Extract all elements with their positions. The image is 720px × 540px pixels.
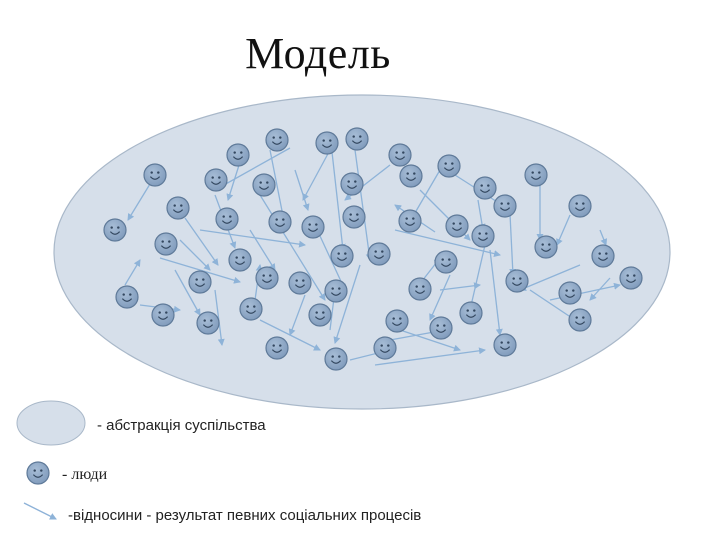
relation-arrow — [429, 274, 451, 321]
person-face-icon — [524, 163, 548, 187]
person-face-icon — [265, 336, 289, 360]
person-face-icon — [228, 248, 252, 272]
relation-arrow — [556, 214, 571, 246]
people-faces — [103, 127, 643, 371]
person-face-icon — [226, 143, 250, 167]
person-face-icon — [459, 301, 483, 325]
person-face-icon — [324, 279, 348, 303]
relation-arrow — [124, 259, 141, 286]
person-face-icon — [308, 303, 332, 327]
relation-arrow — [509, 213, 517, 276]
relation-arrow — [467, 244, 486, 311]
person-face-icon — [196, 311, 220, 335]
relation-arrow — [374, 347, 486, 366]
page-title: Модель — [245, 29, 391, 78]
relation-arrow — [184, 217, 219, 266]
legend-relations-label: -відносини - результат певних соціальних… — [68, 507, 422, 524]
relation-arrow — [439, 282, 481, 291]
relation-arrow — [199, 229, 306, 248]
legend-people-label: - люди — [62, 466, 108, 483]
relation-arrow — [354, 149, 373, 261]
person-face-icon — [408, 277, 432, 301]
person-face-icon — [388, 143, 412, 167]
person-face-icon — [239, 297, 263, 321]
legend-relation-arrow-icon — [23, 502, 57, 520]
person-face-icon — [568, 308, 592, 332]
person-face-icon — [166, 196, 190, 220]
relation-arrow — [259, 319, 321, 351]
person-face-icon — [558, 281, 582, 305]
person-face-icon — [398, 209, 422, 233]
person-face-icon — [437, 154, 461, 178]
relation-arrow — [214, 289, 225, 346]
relation-arrow — [394, 229, 501, 258]
person-face-icon — [115, 285, 139, 309]
person-face-icon — [143, 163, 167, 187]
legend-society-oval-icon — [16, 400, 86, 446]
person-face-icon — [204, 168, 228, 192]
person-face-icon — [619, 266, 643, 290]
relation-arrow — [127, 183, 151, 221]
person-face-icon — [265, 128, 289, 152]
person-face-icon — [534, 235, 558, 259]
person-face-icon — [385, 309, 409, 333]
person-face-icon — [399, 164, 423, 188]
relation-arrow — [519, 264, 581, 291]
relation-arrow — [259, 194, 326, 301]
person-face-icon — [188, 270, 212, 294]
relation-arrow — [529, 289, 576, 321]
person-face-icon — [342, 205, 366, 229]
person-face-icon — [330, 244, 354, 268]
person-face-icon — [315, 131, 339, 155]
legend-society-label: - абстракція суспільства — [97, 417, 266, 434]
person-face-icon — [445, 214, 469, 238]
relation-arrow — [214, 147, 291, 191]
relation-arrow — [226, 161, 241, 201]
relation-arrow — [249, 229, 276, 271]
relation-arrow — [399, 329, 461, 352]
person-face-icon — [154, 232, 178, 256]
person-face-icon — [429, 316, 453, 340]
relation-arrow — [489, 249, 503, 336]
person-face-icon — [301, 215, 325, 239]
person-face-icon — [26, 461, 50, 485]
person-face-icon — [103, 218, 127, 242]
person-face-icon — [367, 242, 391, 266]
person-face-icon — [471, 224, 495, 248]
legend-person-icon — [26, 461, 50, 485]
person-face-icon — [373, 336, 397, 360]
person-face-icon — [434, 250, 458, 274]
person-face-icon — [288, 271, 312, 295]
person-face-icon — [505, 269, 529, 293]
relation-arrow — [174, 269, 201, 316]
person-face-icon — [340, 172, 364, 196]
relation-arrow — [333, 264, 361, 344]
person-face-icon — [591, 244, 615, 268]
person-face-icon — [493, 333, 517, 357]
person-face-icon — [324, 347, 348, 371]
relation-arrow — [159, 257, 241, 284]
relation-arrow — [294, 169, 310, 211]
person-face-icon — [345, 127, 369, 151]
relation-arrow — [288, 294, 306, 336]
person-face-icon — [252, 173, 276, 197]
relation-arrow — [302, 149, 331, 201]
relation-arrow — [179, 239, 211, 271]
person-face-icon — [473, 176, 497, 200]
person-face-icon — [255, 266, 279, 290]
person-face-icon — [215, 207, 239, 231]
person-face-icon — [568, 194, 592, 218]
person-face-icon — [151, 303, 175, 327]
relation-arrow — [331, 151, 346, 251]
relation-arrow — [599, 229, 608, 246]
person-face-icon — [268, 210, 292, 234]
person-face-icon — [493, 194, 517, 218]
